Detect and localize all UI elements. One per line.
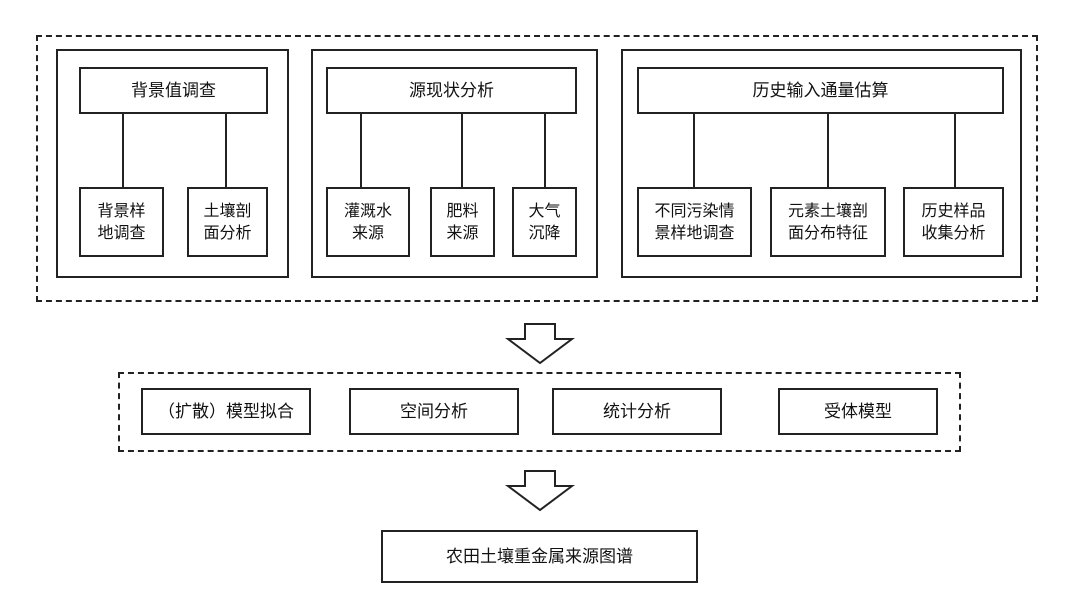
result-source-atlas: 农田土壤重金属来源图谱 [381,530,698,583]
method-receptor-model: 受体模型 [778,388,938,435]
source-investigation-panel [36,35,1038,302]
historical-flux-header: 历史输入通量估算 [637,67,1004,114]
soil-profile-analysis-box: 土壤剖 面分析 [187,187,268,257]
irrigation-water-source-box: 灌溉水 来源 [326,187,410,257]
background-sample-site-box: 背景样 地调查 [79,187,164,257]
historical-sample-analysis-box: 历史样品 收集分析 [903,187,1004,257]
connector-line [360,114,362,187]
connector-line [461,114,463,187]
connector-line [225,114,227,187]
down-arrow-icon [505,323,575,365]
atmospheric-deposition-box: 大气 沉降 [512,187,577,257]
connector-line [693,114,695,187]
element-profile-distribution-box: 元素土壤剖 面分布特征 [770,187,886,257]
method-statistical-analysis: 统计分析 [552,388,722,435]
down-arrow-icon [505,470,575,512]
pollution-scenario-site-box: 不同污染情 景样地调查 [637,187,752,257]
method-diffusion-model-fitting: （扩散）模型拟合 [141,388,311,435]
connector-line [827,114,829,187]
connector-line [954,114,956,187]
analysis-methods-panel [118,372,961,452]
connector-line [544,114,546,187]
fertilizer-source-box: 肥料 来源 [430,187,495,257]
method-spatial-analysis: 空间分析 [349,388,519,435]
source-status-header: 源现状分析 [326,67,577,114]
background-survey-header: 背景值调查 [79,67,268,114]
connector-line [122,114,124,187]
